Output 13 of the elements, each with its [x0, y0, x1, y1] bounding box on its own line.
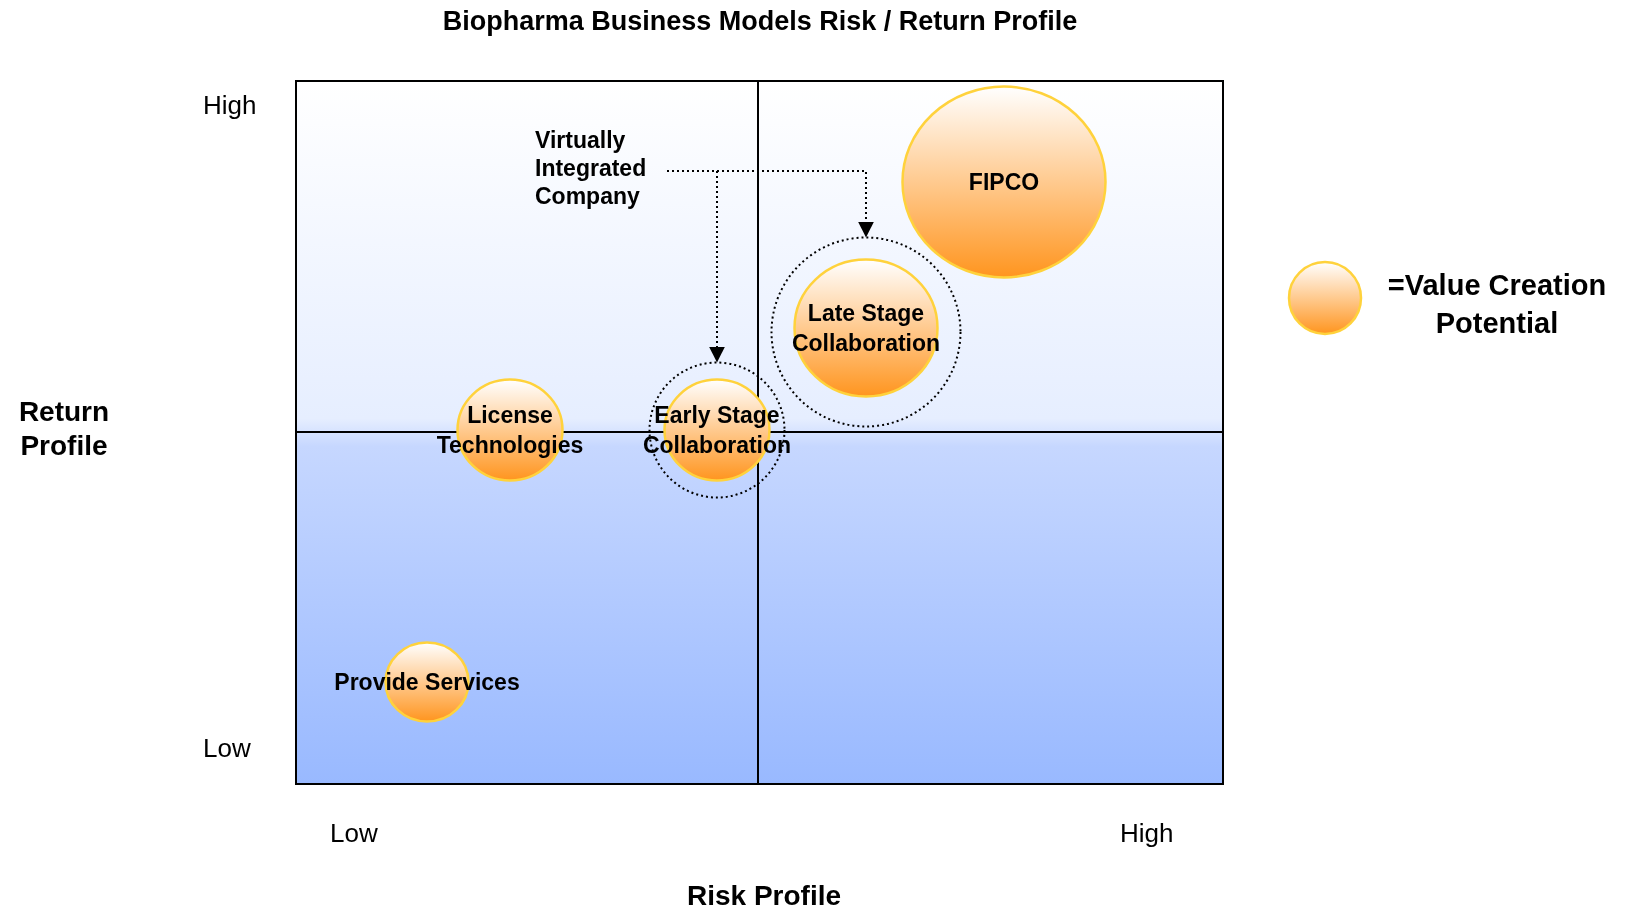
bubble-label: FIPCO [967, 168, 1041, 197]
axis-tick-label: Low [330, 818, 378, 849]
axis-title: Return Profile [17, 395, 111, 463]
legend-text: =Value Creation Potential [1386, 268, 1608, 341]
axis-tick-label: Low [203, 733, 251, 764]
annotation-text: Virtually Integrated Company [535, 126, 667, 210]
chart-title: Biopharma Business Models Risk / Return Profile [441, 6, 1079, 37]
dotted-arrow [666, 170, 725, 363]
axis-tick-label: High [203, 90, 257, 121]
bubble [899, 85, 1109, 279]
bubble-label: Late Stage Collaboration [790, 299, 942, 358]
axis-tick-label: High [1120, 818, 1174, 849]
axis-title: Risk Profile [685, 880, 843, 912]
